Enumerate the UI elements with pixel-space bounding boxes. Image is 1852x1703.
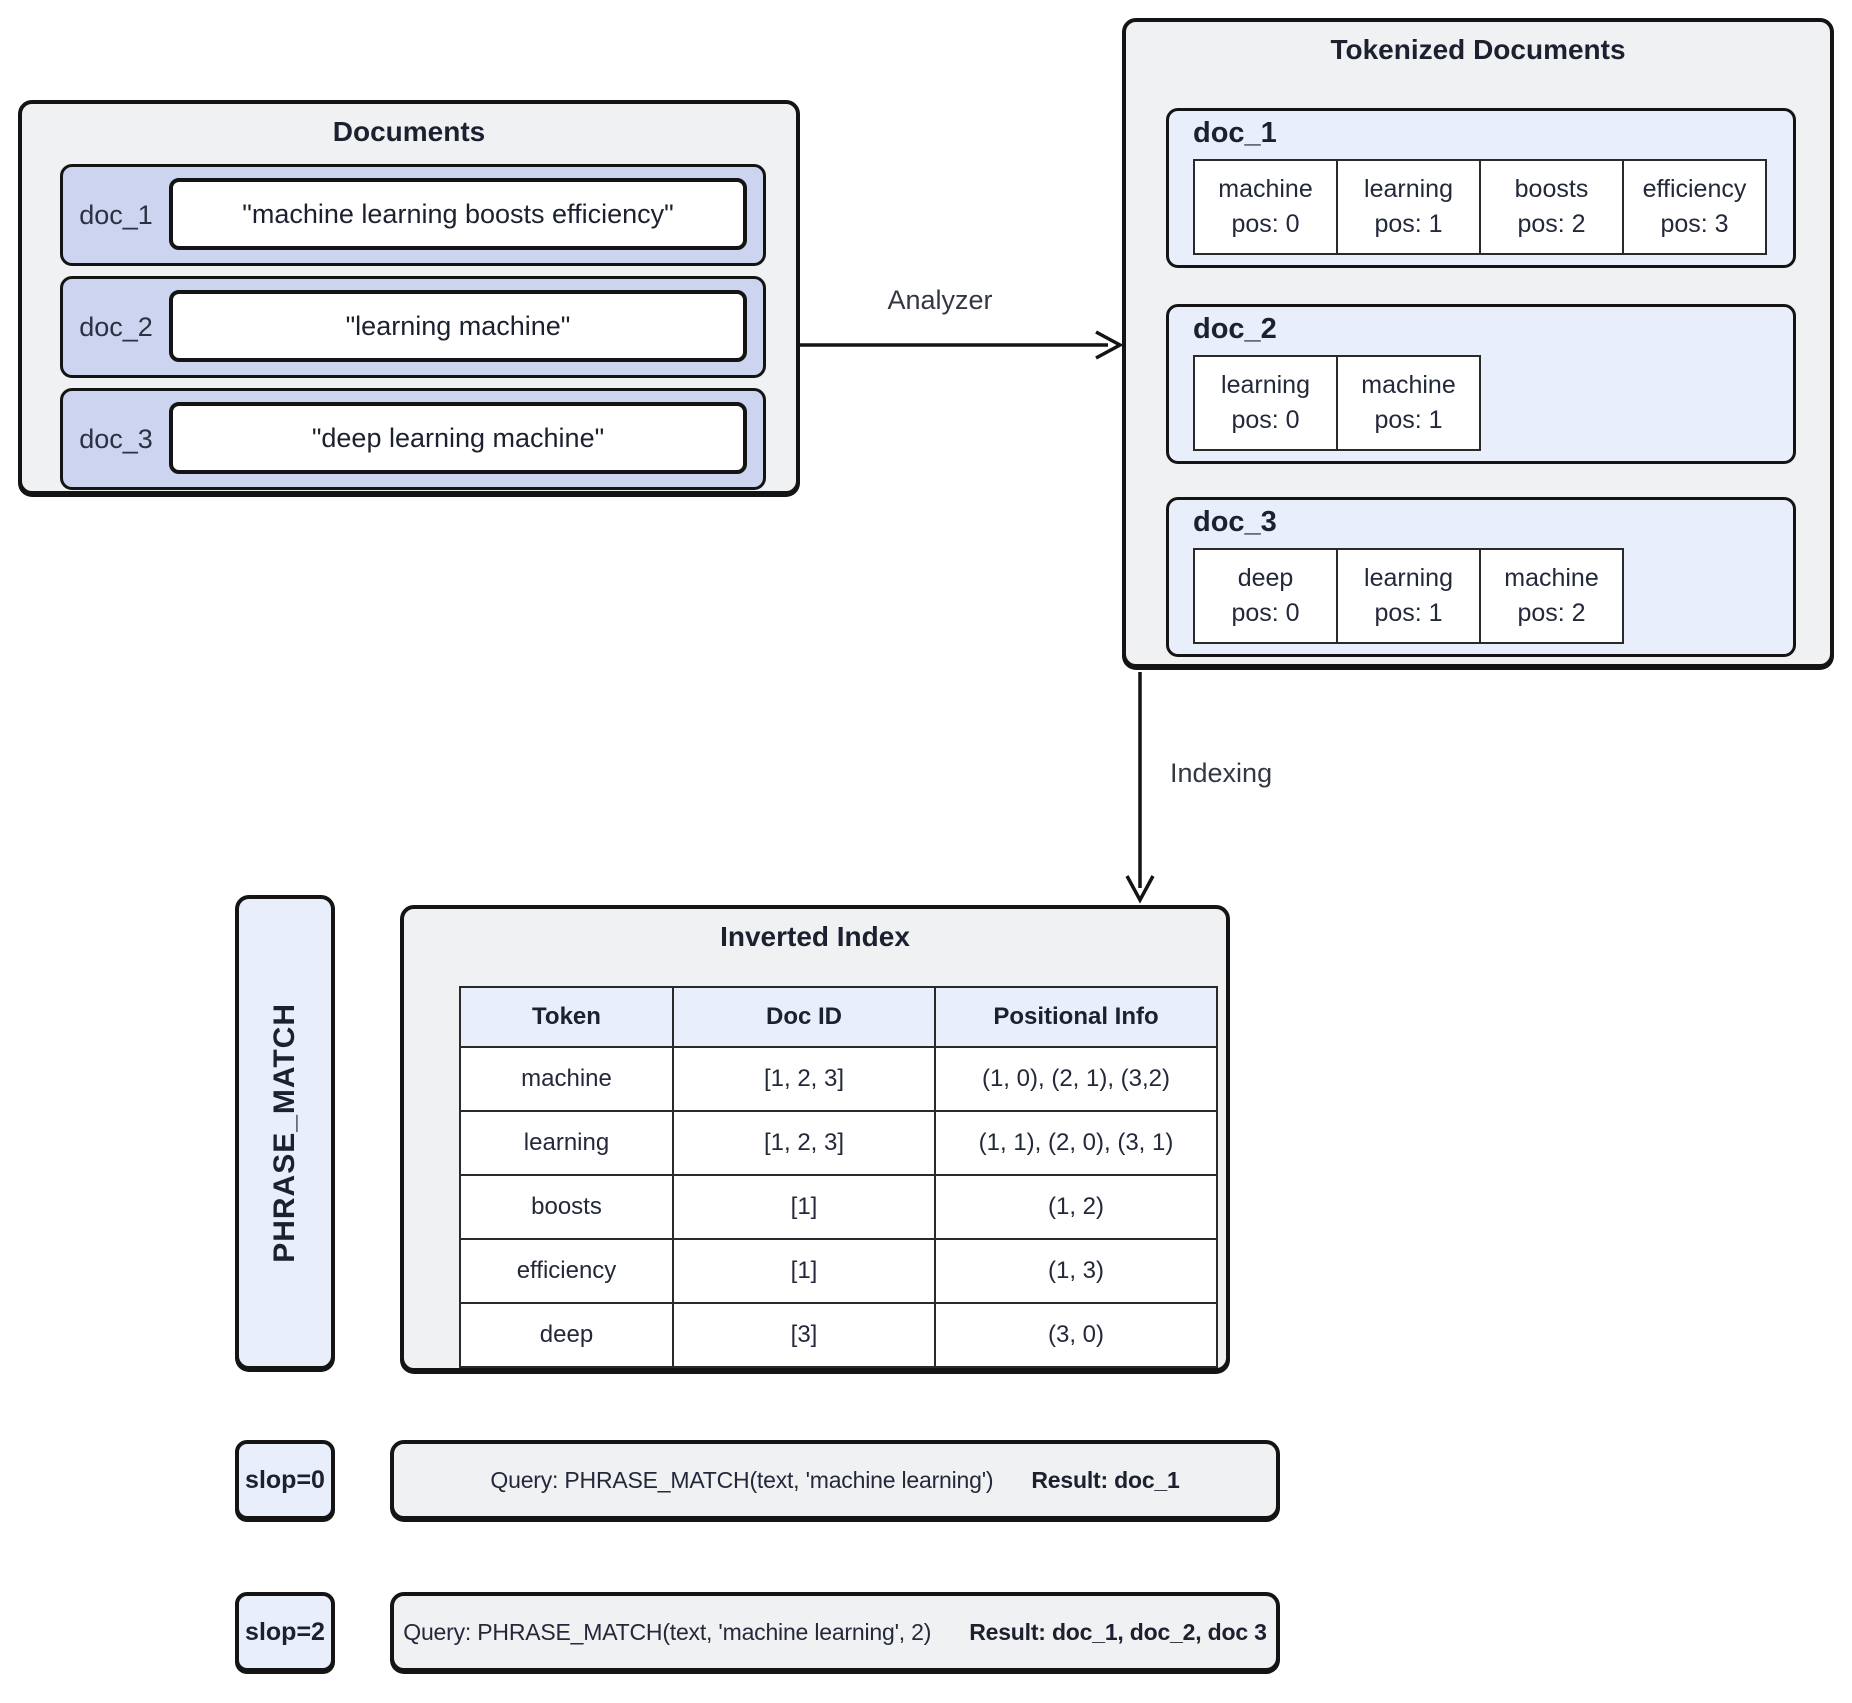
doc1-text: "machine learning boosts efficiency" (242, 198, 674, 229)
token-term: learning (1364, 174, 1453, 203)
column-header-doc-id: Doc ID (672, 986, 936, 1048)
token-cell: learning pos: 1 (1336, 548, 1481, 644)
tokenized-doc1-card: doc_1 machine pos: 0 learning pos: 1 boo… (1166, 108, 1796, 268)
phrase-match-label: PHRASE_MATCH (268, 1002, 301, 1263)
positional-info-value: (1, 3) (934, 1238, 1218, 1304)
token-pos: pos: 1 (1374, 599, 1443, 627)
tokenized-doc1-tokens: machine pos: 0 learning pos: 1 boosts po… (1193, 159, 1767, 255)
token-pos: pos: 1 (1374, 406, 1443, 434)
token-cell: learning pos: 0 (1193, 355, 1338, 451)
doc1-text-box: "machine learning boosts efficiency" (169, 178, 747, 250)
result-text: Result: doc_1, doc_2, doc 3 (969, 1618, 1267, 1645)
token-pos: pos: 0 (1231, 406, 1300, 434)
result-text: Result: doc_1 (1031, 1466, 1180, 1493)
positional-info-value: (1, 1), (2, 0), (3, 1) (934, 1110, 1218, 1176)
token-cell: efficiency pos: 3 (1622, 159, 1767, 255)
table-row: efficiency [1] (1, 3) (459, 1238, 1218, 1304)
token-cell: machine pos: 1 (1336, 355, 1481, 451)
inverted-index-table: Token Doc ID Positional Info machine [1,… (459, 986, 1218, 1368)
token-pos: pos: 3 (1660, 210, 1729, 238)
token-cell: learning pos: 1 (1336, 159, 1481, 255)
doc-id-value: [1] (672, 1238, 936, 1304)
query-box-slop2: Query: PHRASE_MATCH(text, 'machine learn… (390, 1592, 1280, 1672)
doc3-text: "deep learning machine" (311, 422, 605, 453)
doc2-text-box: "learning machine" (169, 290, 747, 362)
query-text: Query: PHRASE_MATCH(text, 'machine learn… (490, 1466, 994, 1493)
table-row: machine [1, 2, 3] (1, 0), (2, 1), (3,2) (459, 1046, 1218, 1112)
tokenized-doc2-tokens: learning pos: 0 machine pos: 1 (1193, 355, 1481, 451)
tokenized-doc3-card: doc_3 deep pos: 0 learning pos: 1 machin… (1166, 497, 1796, 657)
column-header-token: Token (459, 986, 674, 1048)
token-value: boosts (459, 1174, 674, 1240)
documents-panel: Documents doc_1 "machine learning boosts… (18, 100, 800, 495)
phrase-match-box: PHRASE_MATCH (235, 895, 335, 1370)
positional-info-value: (1, 0), (2, 1), (3,2) (934, 1046, 1218, 1112)
token-term: boosts (1514, 174, 1589, 203)
doc-id-value: [3] (672, 1302, 936, 1368)
doc3-text-box: "deep learning machine" (169, 402, 747, 474)
tokenized-documents-panel: Tokenized Documents doc_1 machine pos: 0… (1122, 18, 1834, 668)
doc2-text: "learning machine" (345, 310, 571, 341)
token-pos: pos: 2 (1517, 210, 1586, 238)
token-cell: deep pos: 0 (1193, 548, 1338, 644)
token-term: efficiency (1642, 174, 1747, 203)
token-term: learning (1221, 370, 1310, 399)
token-cell: boosts pos: 2 (1479, 159, 1624, 255)
token-term: machine (1218, 174, 1313, 203)
doc1-label: doc_1 (79, 199, 153, 230)
tokenized-doc3-tokens: deep pos: 0 learning pos: 1 machine pos:… (1193, 548, 1624, 644)
token-term: machine (1361, 370, 1456, 399)
analyzer-label: Analyzer (887, 285, 993, 315)
tokenized-doc3-label: doc_3 (1193, 506, 1277, 538)
doc3-label: doc_3 (79, 423, 153, 454)
table-row: learning [1, 2, 3] (1, 1), (2, 0), (3, 1… (459, 1110, 1218, 1176)
token-pos: pos: 1 (1374, 210, 1443, 238)
token-pos: pos: 0 (1231, 210, 1300, 238)
tokenized-doc2-card: doc_2 learning pos: 0 machine pos: 1 (1166, 304, 1796, 464)
doc-id-value: [1, 2, 3] (672, 1110, 936, 1176)
indexing-label: Indexing (1170, 758, 1273, 788)
positional-info-value: (3, 0) (934, 1302, 1218, 1368)
table-header-row: Token Doc ID Positional Info (459, 986, 1218, 1048)
inverted-index-title: Inverted Index (720, 921, 910, 952)
token-term: machine (1504, 563, 1599, 592)
document-row-doc2: doc_2 "learning machine" (60, 276, 766, 378)
document-row-doc3: doc_3 "deep learning machine" (60, 388, 766, 490)
query-box-slop0: Query: PHRASE_MATCH(text, 'machine learn… (390, 1440, 1280, 1520)
documents-panel-title: Documents (332, 116, 486, 147)
tokenized-doc2-label: doc_2 (1193, 313, 1277, 345)
token-value: deep (459, 1302, 674, 1368)
tokenized-panel-title: Tokenized Documents (1330, 34, 1626, 65)
table-row: boosts [1] (1, 2) (459, 1174, 1218, 1240)
query-text: Query: PHRASE_MATCH(text, 'machine learn… (403, 1618, 932, 1645)
right-arrow-icon (800, 330, 1124, 360)
column-header-positional-info: Positional Info (934, 986, 1218, 1048)
token-term: learning (1364, 563, 1453, 592)
token-term: deep (1237, 563, 1294, 592)
token-cell: machine pos: 0 (1193, 159, 1338, 255)
down-arrow-icon (1125, 672, 1155, 904)
token-value: learning (459, 1110, 674, 1176)
tokenized-doc1-label: doc_1 (1193, 117, 1277, 149)
token-value: efficiency (459, 1238, 674, 1304)
document-row-doc1: doc_1 "machine learning boosts efficienc… (60, 164, 766, 266)
positional-info-value: (1, 2) (934, 1174, 1218, 1240)
slop2-badge: slop=2 (235, 1592, 335, 1672)
doc-id-value: [1, 2, 3] (672, 1046, 936, 1112)
token-value: machine (459, 1046, 674, 1112)
token-pos: pos: 2 (1517, 599, 1586, 627)
slop0-badge: slop=0 (235, 1440, 335, 1520)
table-row: deep [3] (3, 0) (459, 1302, 1218, 1368)
token-cell: machine pos: 2 (1479, 548, 1624, 644)
doc-id-value: [1] (672, 1174, 936, 1240)
token-pos: pos: 0 (1231, 599, 1300, 627)
doc2-label: doc_2 (79, 311, 153, 342)
inverted-index-panel: Inverted Index Token Doc ID Positional I… (400, 905, 1230, 1372)
